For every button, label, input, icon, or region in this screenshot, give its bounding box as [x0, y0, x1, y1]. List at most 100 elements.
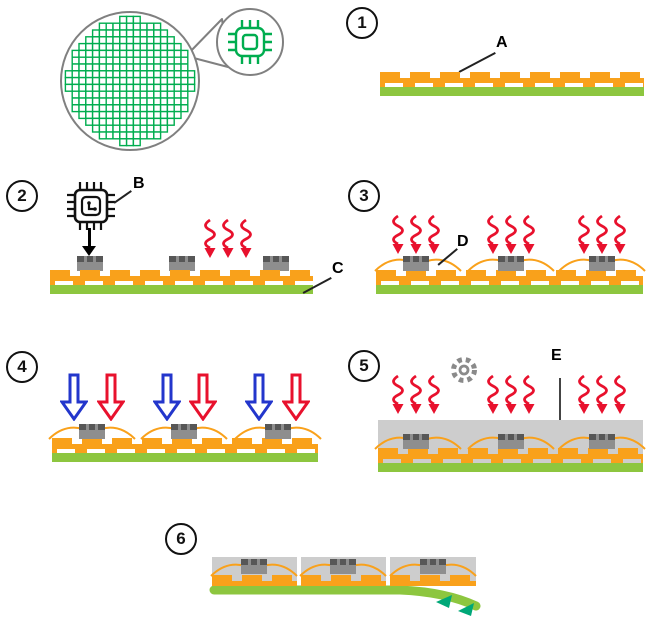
callout-circle [216, 8, 284, 76]
heat-wavy-arrow-icon [240, 218, 252, 258]
dash-row [376, 281, 643, 285]
die-chip [498, 434, 524, 449]
die-chip [498, 256, 524, 271]
step-circle-4: 4 [6, 351, 38, 383]
die-chip [263, 256, 289, 271]
singulated-package [299, 557, 387, 586]
pad-row [376, 270, 643, 276]
substrate [376, 270, 643, 294]
step-circle-1: 1 [346, 7, 378, 39]
down-arrowhead-icon [82, 246, 96, 256]
heat-wavy-arrow-icon [428, 214, 440, 254]
label-a: A [496, 34, 508, 51]
heat-wavy-arrow-icon [578, 374, 590, 414]
heat-wavy-arrow-icon [523, 214, 535, 254]
trace-row [378, 454, 643, 459]
die-chip [169, 256, 195, 271]
trace-row [52, 444, 318, 449]
label-e-leader [559, 378, 561, 426]
heat-wavy-arrow-icon [487, 374, 499, 414]
die-chip [171, 424, 197, 439]
heat-wavy-arrow-icon [487, 214, 499, 254]
base-film [50, 285, 313, 294]
gear-icon [451, 357, 477, 383]
dash-row [50, 281, 313, 285]
heat-wavy-arrow-icon [222, 218, 234, 258]
heat-wavy-arrow-icon [523, 374, 535, 414]
step-number: 4 [17, 357, 27, 376]
trace-row [380, 78, 644, 83]
pad-row [390, 575, 476, 581]
substrate [378, 448, 643, 472]
label-e: E [551, 347, 562, 364]
heat-wavy-arrow-icon [596, 374, 608, 414]
block-arrow-red-icon [97, 373, 125, 421]
label-b: B [133, 175, 145, 192]
heat-wavy-arrow-icon [596, 214, 608, 254]
pad-row [50, 270, 313, 276]
substrate [380, 72, 644, 96]
heat-wavy-arrow-icon [578, 214, 590, 254]
die-chip [403, 434, 429, 449]
wafer-icon [60, 8, 284, 151]
base-film [376, 285, 643, 294]
trace-row [50, 276, 313, 281]
microchip-icon [67, 182, 115, 230]
step-circle-3: 3 [348, 180, 380, 212]
singulated-package [210, 557, 298, 586]
trace-row [376, 276, 643, 281]
block-arrow-red-icon [189, 373, 217, 421]
label-a-leader [458, 51, 496, 73]
step-number: 6 [176, 529, 186, 548]
die-chip [330, 559, 356, 574]
die-chip [589, 256, 615, 271]
die-chip [77, 256, 103, 271]
block-arrow-blue-icon [60, 373, 88, 421]
heat-wavy-arrow-icon [505, 214, 517, 254]
pad-row [378, 448, 643, 454]
die-chip [241, 559, 267, 574]
dash-row [380, 83, 644, 87]
pad-row [380, 72, 644, 78]
step-number: 3 [359, 186, 369, 205]
base-film [52, 453, 318, 462]
dash-row [52, 449, 318, 453]
die-chip [403, 256, 429, 271]
step-circle-5: 5 [348, 350, 380, 382]
trace-row [212, 581, 297, 586]
flex-arrowhead-icon [458, 603, 474, 616]
label-d: D [457, 233, 469, 250]
heat-wavy-arrow-icon [410, 214, 422, 254]
substrate [50, 270, 313, 294]
flex-strip [209, 585, 481, 616]
step-number: 2 [17, 186, 27, 205]
heat-wavy-arrow-icon [614, 374, 626, 414]
base-film [380, 87, 644, 96]
die-chip [79, 424, 105, 439]
step-circle-2: 2 [6, 180, 38, 212]
step-number: 5 [359, 356, 369, 375]
singulated-package [389, 557, 477, 586]
pad-row [301, 575, 386, 581]
substrate [52, 438, 318, 462]
pad-row [212, 575, 297, 581]
pad-row [52, 438, 318, 444]
wafer-grid [64, 15, 196, 147]
step-circle-6: 6 [165, 523, 197, 555]
trace-row [390, 581, 476, 586]
base-film [378, 463, 643, 472]
die-chip [589, 434, 615, 449]
trace-row [301, 581, 386, 586]
label-c: C [332, 260, 344, 277]
down-arrow-icon [88, 228, 91, 246]
heat-wavy-arrow-icon [392, 374, 404, 414]
die-chip [420, 559, 446, 574]
chip-outline-icon [228, 20, 272, 64]
heat-wavy-arrow-icon [614, 214, 626, 254]
die-chip [265, 424, 291, 439]
heat-wavy-arrow-icon [410, 374, 422, 414]
block-arrow-blue-icon [245, 373, 273, 421]
block-arrow-red-icon [282, 373, 310, 421]
step-number: 1 [357, 13, 367, 32]
